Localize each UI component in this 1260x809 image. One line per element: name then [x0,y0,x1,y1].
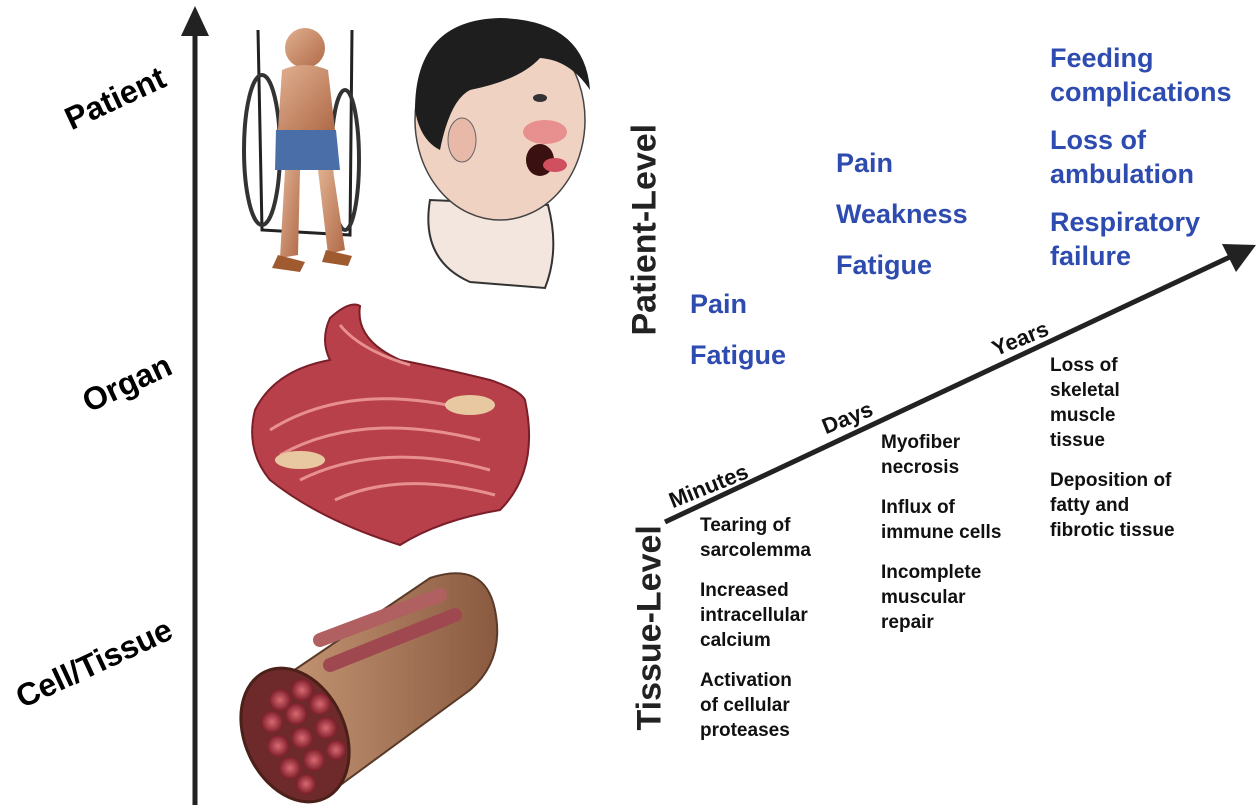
symptom-item: Fatigue [836,248,968,282]
event-item: Incomplete muscular repair [881,560,996,635]
symptom-item: Fatigue [690,338,786,372]
scale-axis-arrow [181,6,209,805]
event-item: Tearing of sarcolemma [700,513,835,563]
symptom-item: Respiratory failure [1050,205,1220,273]
tissue-events-years: Loss of skeletal muscle tissue Depositio… [1050,353,1200,543]
muscle-fiber-bundle-illustration [220,573,497,809]
tissue-events-minutes: Tearing of sarcolemma Increased intracel… [700,513,835,743]
symptom-item: Pain [836,146,968,180]
event-item: Myofiber necrosis [881,430,981,480]
event-item: Deposition of fatty and fibrotic tissue [1050,468,1195,543]
tissue-events-days: Myofiber necrosis Influx of immune cells… [881,430,1021,635]
symptom-item: Weakness [836,197,968,231]
event-item: Activation of cellular proteases [700,668,810,743]
patient-face-illustration [415,18,590,288]
symptom-item: Feeding complications [1050,41,1255,109]
patient-symptoms-years: Feeding complications Loss of ambulation… [1050,41,1255,273]
symptom-item: Pain [690,287,786,321]
event-item: Increased intracellular calcium [700,578,825,653]
patient-wheelchair-illustration [244,28,359,272]
muscle-organ-illustration [252,305,529,546]
tissue-level-label: Tissue-Level [631,541,670,731]
patient-symptoms-minutes: Pain Fatigue [690,287,786,372]
event-item: Influx of immune cells [881,495,1021,545]
patient-level-label: Patient-Level [626,136,665,336]
patient-symptoms-days: Pain Weakness Fatigue [836,146,968,282]
symptom-item: Loss of ambulation [1050,123,1220,191]
event-item: Loss of skeletal muscle tissue [1050,353,1135,453]
